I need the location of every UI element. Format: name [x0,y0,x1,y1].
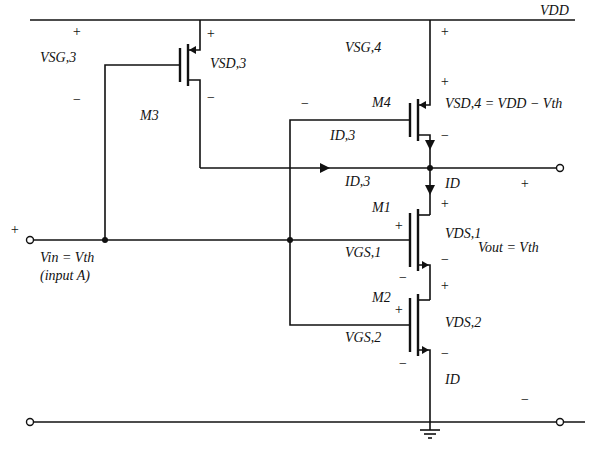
pmos-arrow [419,101,426,109]
terminals [27,165,564,426]
current-arrow [425,185,435,195]
polarity-sign: − [206,90,215,105]
voltage-label: Vout = Vth [478,240,539,255]
wires [30,20,585,438]
polarity-sign: − [440,252,449,267]
output-wire [200,167,560,169]
voltage-label: VDS,2 [445,315,481,330]
input-terminal [27,237,34,244]
vdd-rail [30,19,575,21]
junction-dot [102,237,108,243]
voltage-label: Vin = Vth [40,250,94,265]
polarity-sign: + [394,218,403,233]
junction-dot [427,165,433,171]
current-label: ID,3 [330,128,355,143]
pmos-m3 [105,20,200,240]
polarity-sign: − [520,392,529,407]
polarity-sign: + [440,278,449,293]
voltage-label: VDD [540,3,569,18]
polarity-sign: − [398,270,407,285]
voltage-label: VSD,3 [210,56,246,71]
voltage-label: VSG,4 [345,40,381,55]
polarity-sign: + [440,24,449,39]
transistor-name: M3 [140,108,159,123]
nmos-arrow [422,346,429,354]
voltage-label: (input A) [40,268,90,283]
voltage-label: VSG,3 [40,50,76,65]
polarity-sign: + [520,176,529,191]
pmos-m4 [290,20,430,325]
transistor-name: M2 [372,290,391,305]
polarity-sign: − [398,356,407,371]
pmos-arrow [189,46,196,54]
current-label: ID,3 [345,174,370,189]
polarity-sign: − [440,346,449,361]
polarity-sign: + [394,302,403,317]
polarity-sign: + [440,196,449,211]
transistor-name: M1 [372,200,391,215]
polarity-sign: + [72,24,81,39]
voltage-label: VGS,2 [345,330,381,345]
output-terminal [557,165,564,172]
voltage-label: VGS,1 [345,245,381,260]
current-arrow [320,163,330,173]
nmos-m1 [30,209,430,300]
polarity-sign: − [440,128,449,143]
nmos-arrow [422,261,429,269]
voltage-label: VDS,1 [445,226,481,241]
polarity-sign: + [440,74,449,89]
ground-terminal [557,419,564,426]
junction-dot [287,237,293,243]
ground-rail [30,421,585,423]
polarity-sign: + [10,222,19,237]
current-label: ID [445,176,460,191]
current-label: ID [445,372,460,387]
polarity-sign: − [300,96,309,111]
arrows-and-dots [102,46,435,354]
ground-symbol [420,422,440,438]
transistor-name: M4 [372,95,391,110]
voltage-label: VSD,4 = VDD − Vth [445,96,562,111]
current-arrow [425,140,435,150]
ground-terminal [27,419,34,426]
polarity-sign: − [72,92,81,107]
nmos-m2 [410,294,430,422]
polarity-sign: + [206,26,215,41]
